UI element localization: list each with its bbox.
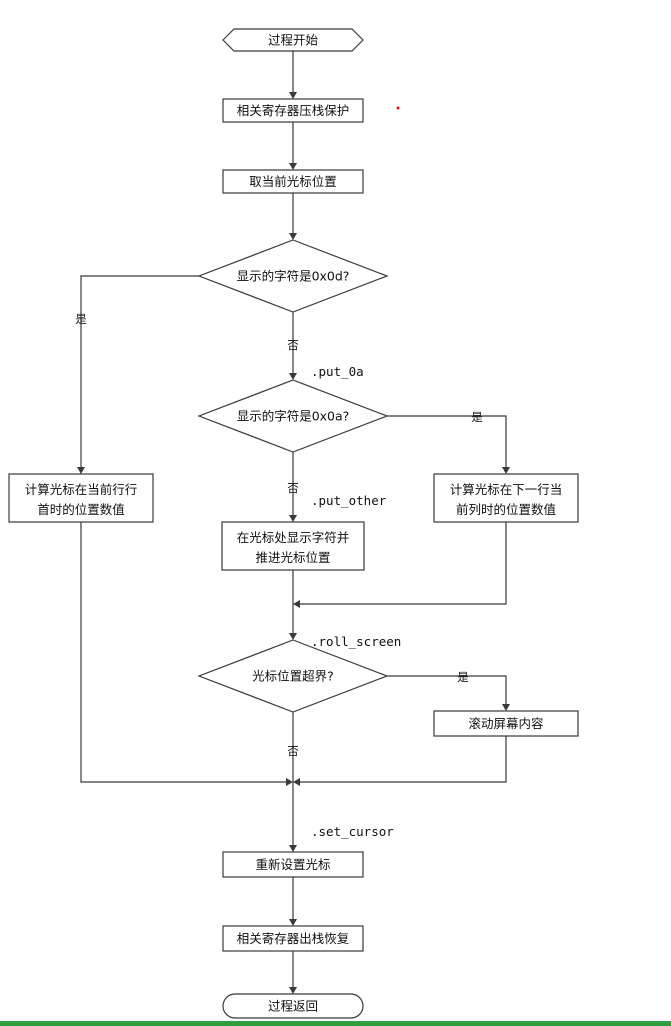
arrow-head [289, 233, 297, 240]
red-dot-mark [396, 106, 400, 110]
set-cursor-text: 重新设置光标 [255, 857, 330, 872]
edge-label-yes-bounds: 是 [457, 670, 469, 684]
return-text: 过程返回 [268, 999, 318, 1014]
decision-0d-text: 显示的字符是0x0d? [237, 269, 350, 284]
edge-label-no-bounds: 否 [287, 744, 299, 758]
get-cursor-text: 取当前光标位置 [249, 174, 337, 189]
arrow-head [289, 163, 297, 170]
arrow-head [502, 467, 510, 474]
show-char-text-1: 在光标处显示字符并 [237, 530, 350, 545]
label-put-0a: .put_0a [311, 364, 364, 379]
arrow-head [293, 778, 300, 786]
edge-bounds-yes [387, 675, 507, 705]
show-char-box [221, 521, 365, 571]
edge-label-no-0a: 否 [287, 481, 299, 495]
arrow-head [289, 373, 297, 380]
calc-line-start-box [8, 473, 154, 523]
edge-0d-yes [80, 275, 199, 468]
label-roll-screen: .roll_screen [311, 634, 401, 649]
arrow-head [289, 919, 297, 926]
start-node [222, 28, 364, 52]
label-put-other: .put_other [311, 493, 387, 508]
edge-label-no-0d: 否 [287, 338, 299, 352]
arrow-head [286, 778, 293, 786]
decision-bounds-text: 光标位置超界? [252, 669, 334, 684]
calc-line-start-text-1: 计算光标在当前行行 [25, 482, 138, 497]
calc-next-line-text-1: 计算光标在下一行当 [450, 482, 563, 497]
edge-nextline-merge [299, 522, 507, 605]
arrow-head [502, 704, 510, 711]
decision-0a-text: 显示的字符是0x0a? [237, 409, 350, 424]
edge-linestart-merge [80, 522, 287, 783]
label-set-cursor: .set_cursor [311, 824, 394, 839]
arrow-head [289, 92, 297, 99]
start-text: 过程开始 [268, 33, 319, 48]
calc-line-start-text-2: 首时的位置数值 [37, 502, 125, 517]
pop-text: 相关寄存器出栈恢复 [237, 931, 350, 946]
calc-next-line-text-2: 前列时的位置数值 [456, 502, 556, 517]
push-text: 相关寄存器压栈保护 [237, 103, 350, 118]
scroll-text: 滚动屏幕内容 [468, 716, 543, 731]
edge-label-yes-0a: 是 [471, 410, 483, 424]
arrow-head [289, 515, 297, 522]
pop-box [222, 925, 364, 952]
arrow-head [289, 987, 297, 994]
edge-scroll-merge [299, 736, 507, 783]
edge-label-yes-0d: 是 [75, 312, 87, 326]
arrow-head [77, 467, 85, 474]
edge-0a-yes [387, 415, 507, 468]
arrow-head [293, 600, 300, 608]
arrow-head [289, 633, 297, 640]
calc-next-line-box [433, 473, 579, 523]
show-char-text-2: 推进光标位置 [255, 550, 330, 565]
arrow-head [289, 845, 297, 852]
bottom-bar [0, 1021, 671, 1026]
